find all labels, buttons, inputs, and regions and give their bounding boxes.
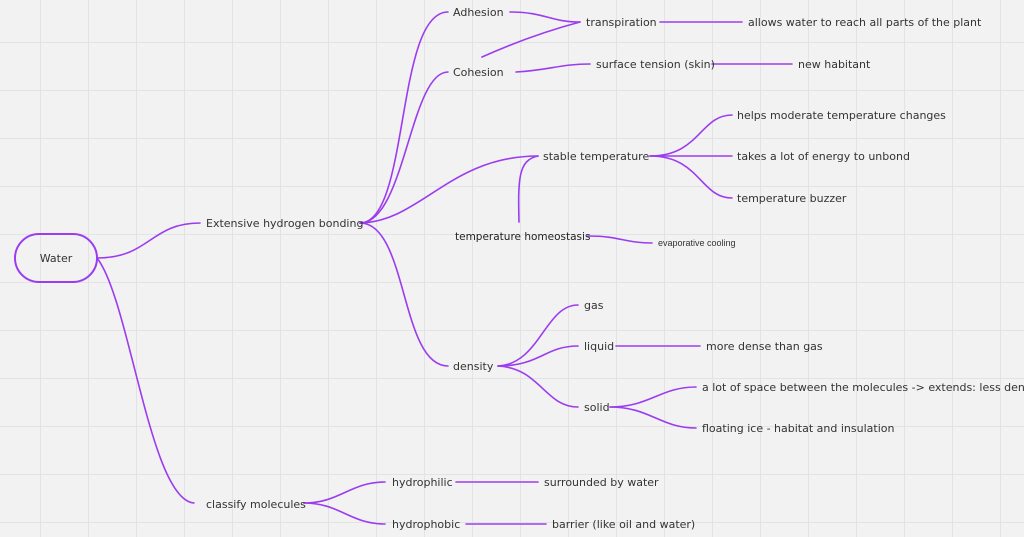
node-hydrophilic[interactable]: hydrophilic bbox=[392, 476, 453, 489]
connector-classify-hydrophilic bbox=[303, 481, 386, 504]
connector-cohesion-surface bbox=[515, 63, 591, 73]
node-cohesion[interactable]: Cohesion bbox=[453, 66, 504, 79]
connector-density-liquid bbox=[497, 345, 579, 367]
node-solid[interactable]: solid bbox=[584, 401, 610, 414]
connector-hbond-density bbox=[359, 222, 449, 367]
node-energy-unbond[interactable]: takes a lot of energy to unbond bbox=[737, 150, 910, 163]
connector-adhesion-transpiration bbox=[509, 11, 581, 23]
connector-density-gas bbox=[497, 304, 579, 367]
node-barrier[interactable]: barrier (like oil and water) bbox=[552, 518, 695, 531]
connector-cohesion-transpiration bbox=[481, 21, 581, 58]
connectors bbox=[96, 11, 793, 525]
node-helps-moderate[interactable]: helps moderate temperature changes bbox=[737, 109, 946, 122]
node-floating-ice[interactable]: floating ice - habitat and insulation bbox=[702, 422, 894, 435]
node-new-habitant[interactable]: new habitant bbox=[798, 58, 871, 71]
node-evaporative-cooling[interactable]: evaporative cooling bbox=[658, 238, 736, 248]
connector-classify-hydrophobic bbox=[303, 502, 386, 525]
connector-stable-helps bbox=[649, 114, 733, 157]
node-surface-tension[interactable]: surface tension (skin) bbox=[596, 58, 715, 71]
connector-stable-buzzer bbox=[649, 155, 733, 199]
node-temperature-buzzer[interactable]: temperature buzzer bbox=[737, 192, 847, 205]
connector-stable-homeostasis bbox=[517, 155, 539, 223]
node-transpiration[interactable]: transpiration bbox=[586, 16, 657, 29]
node-allows-water[interactable]: allows water to reach all parts of the p… bbox=[748, 16, 982, 29]
node-extensive-hydrogen-bonding[interactable]: Extensive hydrogen bonding bbox=[206, 217, 363, 230]
connector-density-solid bbox=[497, 365, 579, 408]
connector-homeostasis-evaporative bbox=[587, 235, 653, 244]
topic-nodes: Extensive hydrogen bonding classify mole… bbox=[206, 6, 1024, 531]
connector-hbond-adhesion bbox=[359, 11, 449, 224]
connector-water-hbond bbox=[96, 222, 201, 259]
connector-hbond-cohesion bbox=[359, 71, 449, 224]
node-hydrophobic[interactable]: hydrophobic bbox=[392, 518, 460, 531]
connector-solid-floating bbox=[609, 406, 697, 429]
root-node-outline bbox=[14, 233, 98, 283]
node-more-dense[interactable]: more dense than gas bbox=[706, 340, 823, 353]
node-gas[interactable]: gas bbox=[584, 299, 604, 312]
node-liquid[interactable]: liquid bbox=[584, 340, 614, 353]
node-surrounded-by-water[interactable]: surrounded by water bbox=[544, 476, 659, 489]
root-node-label: Water bbox=[40, 252, 73, 265]
node-space-molecules[interactable]: a lot of space between the molecules -> … bbox=[702, 381, 1024, 394]
root-node[interactable]: Water bbox=[14, 233, 98, 283]
connector-water-classify bbox=[96, 257, 195, 504]
connector-hbond-stable-temp bbox=[359, 155, 539, 224]
node-temperature-homeostasis[interactable]: temperature homeostasis bbox=[455, 231, 590, 243]
node-classify-molecules[interactable]: classify molecules bbox=[206, 498, 306, 511]
node-adhesion[interactable]: Adhesion bbox=[453, 6, 504, 19]
node-density[interactable]: density bbox=[453, 360, 494, 373]
connector-solid-space bbox=[609, 386, 697, 408]
node-stable-temperature[interactable]: stable temperature bbox=[543, 150, 649, 163]
